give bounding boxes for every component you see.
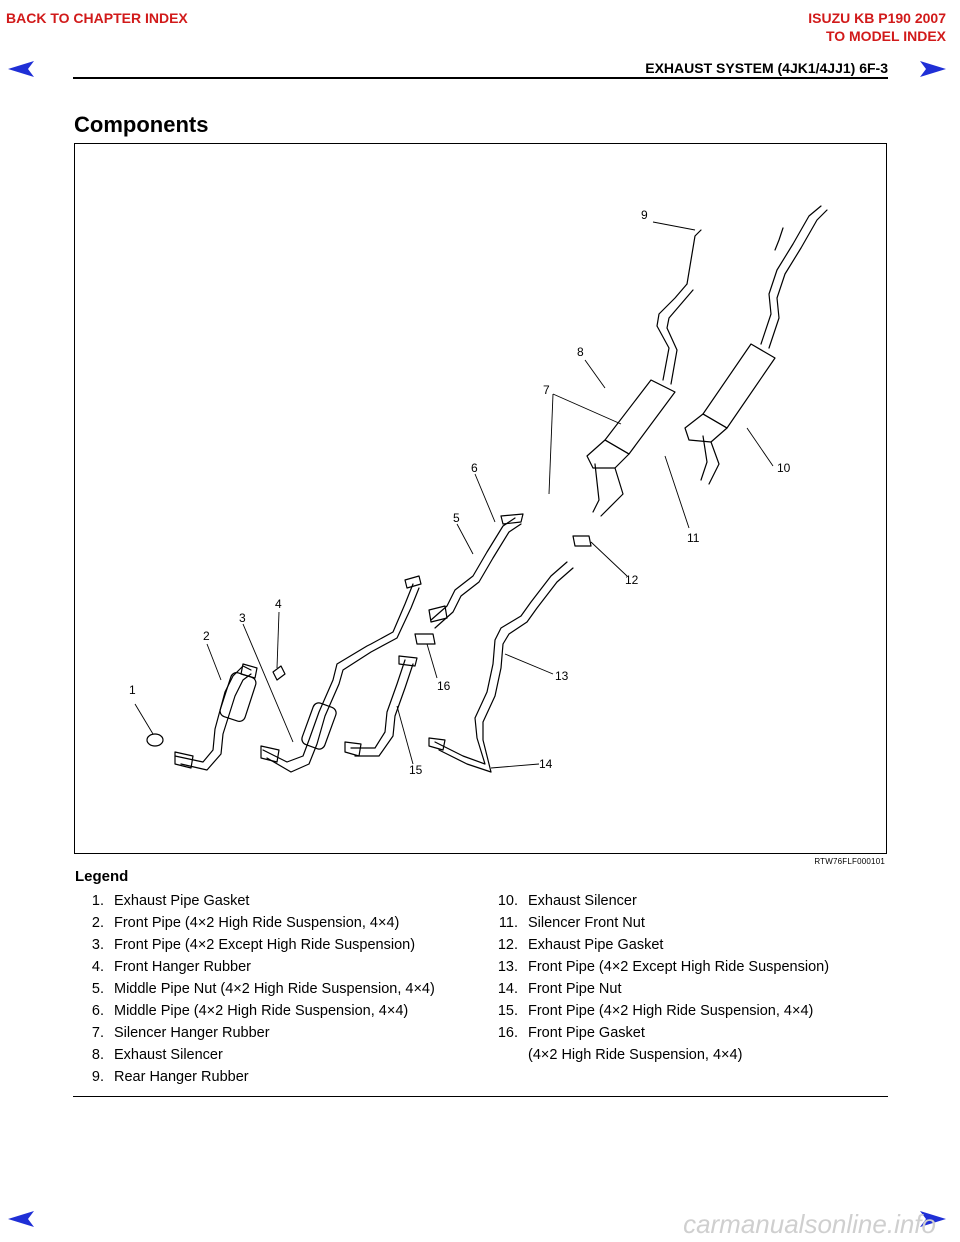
legend-item: 1.Exhaust Pipe Gasket xyxy=(91,893,250,909)
section-title: Components xyxy=(74,112,209,137)
footer-rule xyxy=(73,1096,888,1097)
legend-item: 12.Exhaust Pipe Gasket xyxy=(497,937,664,953)
components-figure: 1 2 3 4 5 6 7 8 9 10 11 12 13 14 15 16 xyxy=(74,143,887,854)
callout-5: 5 xyxy=(453,511,460,525)
callout-16: 16 xyxy=(437,679,451,693)
legend-item: 11.Silencer Front Nut xyxy=(498,915,645,931)
model-title-link[interactable]: ISUZU KB P190 2007 xyxy=(808,10,946,26)
legend-item: 5.Middle Pipe Nut (4×2 High Ride Suspens… xyxy=(91,981,435,997)
legend-item: 13.Front Pipe (4×2 Except High Ride Susp… xyxy=(497,959,830,975)
callout-3: 3 xyxy=(239,611,246,625)
callout-9: 9 xyxy=(641,208,648,222)
legend-item: 3.Front Pipe (4×2 Except High Ride Suspe… xyxy=(91,937,416,953)
legend-item: 15.Front Pipe (4×2 High Ride Suspension,… xyxy=(497,1003,814,1019)
figure-code: RTW76FLF000101 xyxy=(814,857,885,866)
legend-right-column: 10.Exhaust Silencer 11.Silencer Front Nu… xyxy=(482,890,829,1066)
legend-item: 4.Front Hanger Rubber xyxy=(91,959,252,975)
callout-2: 2 xyxy=(203,629,210,643)
callout-13: 13 xyxy=(555,669,569,683)
watermark: carmanualsonline.info xyxy=(683,1209,936,1239)
callout-1: 1 xyxy=(129,683,136,697)
legend-item: 10.Exhaust Silencer xyxy=(497,893,637,909)
callout-8: 8 xyxy=(577,345,584,359)
callout-14: 14 xyxy=(539,757,553,771)
next-page-arrow-icon[interactable] xyxy=(918,58,948,80)
legend-item: 2.Front Pipe (4×2 High Ride Suspension, … xyxy=(91,915,400,931)
bottom-next-page-arrow-icon[interactable] xyxy=(918,1208,948,1230)
legend-title: Legend xyxy=(75,868,129,885)
header-rule xyxy=(73,77,888,79)
callout-4: 4 xyxy=(275,597,282,611)
legend-item: 14.Front Pipe Nut xyxy=(497,981,622,997)
back-to-chapter-index-link[interactable]: BACK TO CHAPTER INDEX xyxy=(6,10,188,26)
callout-12: 12 xyxy=(625,573,639,587)
previous-page-arrow-icon[interactable] xyxy=(6,58,36,80)
legend-item: (4×2 High Ride Suspension, 4×4) xyxy=(528,1047,743,1063)
callout-7: 7 xyxy=(543,383,550,397)
callout-15: 15 xyxy=(409,763,423,777)
legend-left-column: 1.Exhaust Pipe Gasket 2.Front Pipe (4×2 … xyxy=(68,890,435,1088)
callout-6: 6 xyxy=(471,461,478,475)
to-model-index-link[interactable]: TO MODEL INDEX xyxy=(825,28,946,44)
legend-item: 8.Exhaust Silencer xyxy=(91,1047,223,1063)
exhaust-components-diagram: 1 2 3 4 5 6 7 8 9 10 11 12 13 14 15 16 xyxy=(129,205,828,777)
callout-10: 10 xyxy=(777,461,791,475)
callout-11: 11 xyxy=(687,531,700,545)
legend-item: 9.Rear Hanger Rubber xyxy=(91,1069,249,1085)
legend-item: 6.Middle Pipe (4×2 High Ride Suspension,… xyxy=(91,1003,409,1019)
legend-item: 7.Silencer Hanger Rubber xyxy=(91,1025,270,1041)
legend-item: 16.Front Pipe Gasket xyxy=(497,1025,645,1041)
bottom-previous-page-arrow-icon[interactable] xyxy=(6,1208,36,1230)
page-header-title: EXHAUST SYSTEM (4JK1/4JJ1) 6F-3 xyxy=(645,60,888,76)
